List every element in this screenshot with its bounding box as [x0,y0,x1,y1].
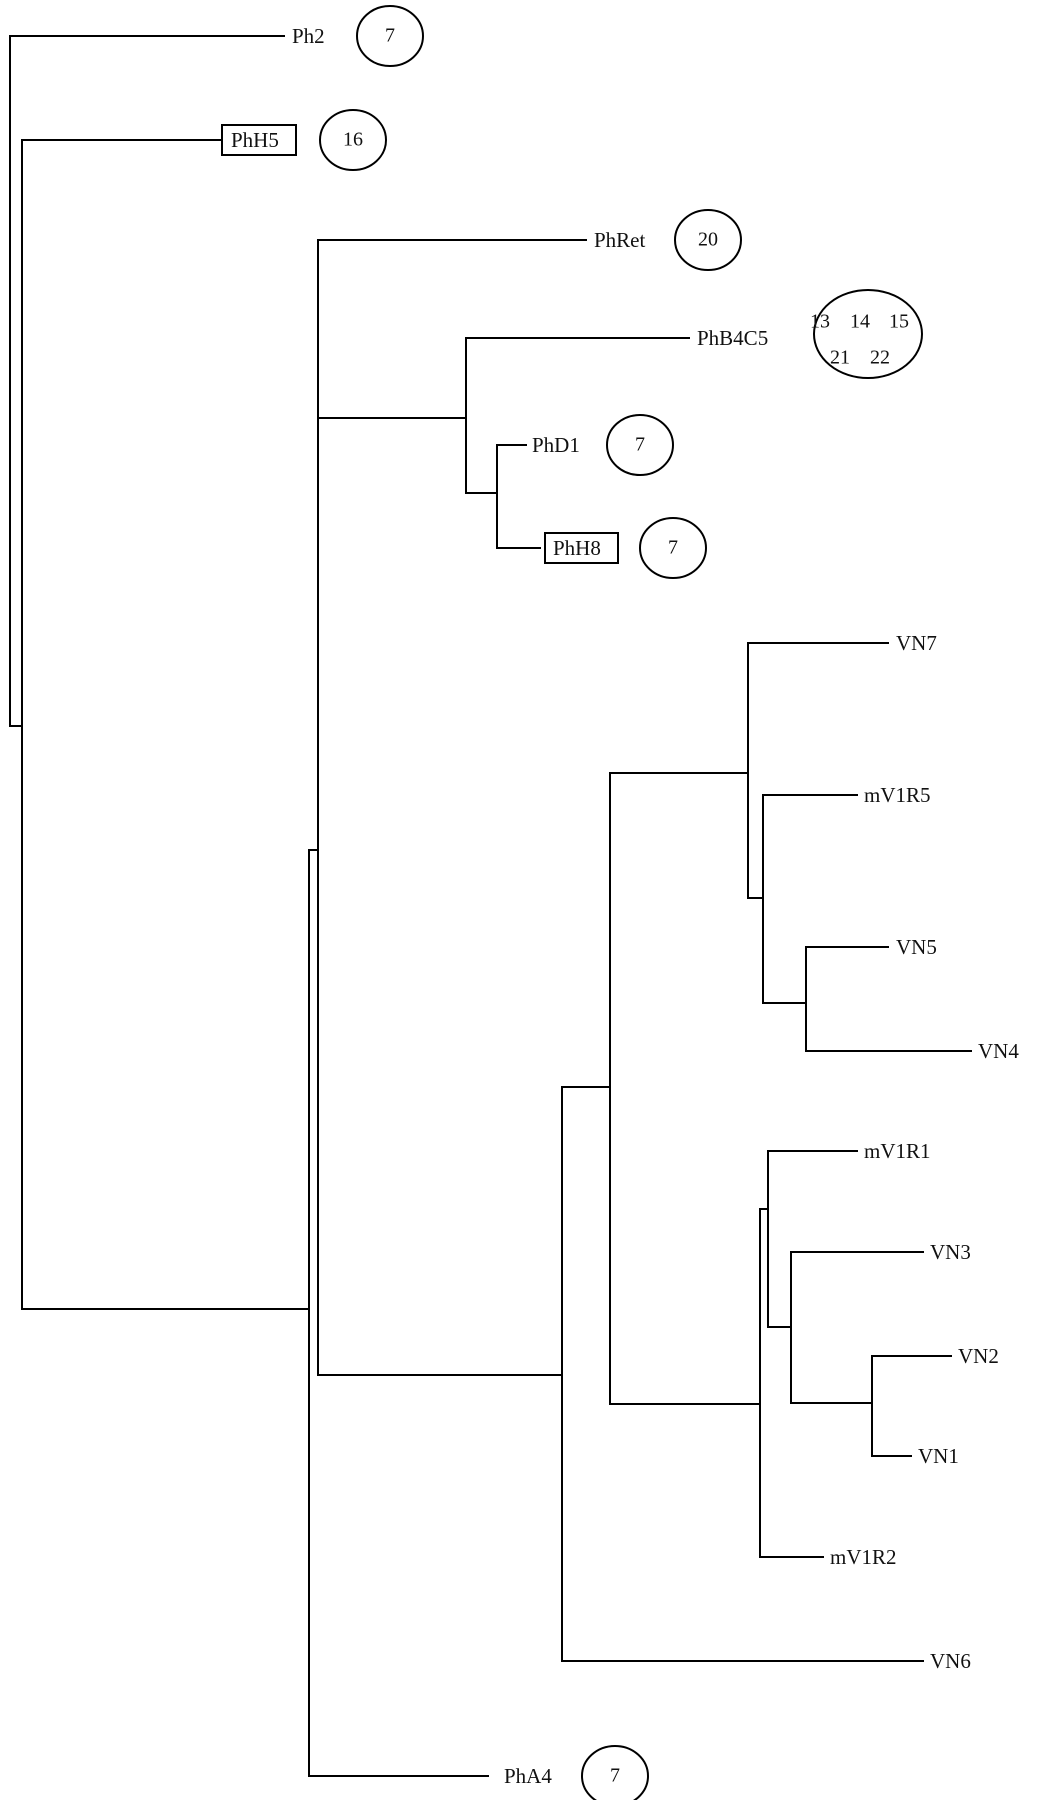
leaf-label: mV1R5 [864,783,931,807]
leaf-mv1r1: mV1R1 [864,1139,931,1163]
leaf-label-box [221,124,297,156]
leaf-label: VN4 [978,1039,1019,1063]
chromosome-number: 7 [668,537,678,559]
leaf-mv1r5: mV1R5 [864,783,931,807]
leaf-label: PhRet [594,228,646,252]
chromosome-number: 14 [850,311,870,333]
leaf-mv1r2: mV1R2 [830,1545,897,1569]
chromosome-badge [606,414,674,476]
chromosome-badge [356,5,424,67]
leaf-vn3: VN3 [930,1240,971,1264]
leaf-phh8: PhH8 7 [544,517,707,579]
leaf-phret: PhRet 20 [594,209,742,271]
chromosome-badge [319,109,387,171]
leaf-label: VN5 [896,935,937,959]
leaf-pha4: PhA4 7 [504,1745,649,1800]
leaf-vn5: VN5 [896,935,937,959]
leaf-label: VN6 [930,1649,971,1673]
leaf-phb4c5: PhB4C5 13 14 15 21 22 [697,289,923,379]
chromosome-number: 16 [343,129,363,151]
leaf-label: PhA4 [504,1764,552,1788]
chromosome-badge [813,289,923,379]
leaf-label: PhH8 [553,536,601,560]
leaf-label: mV1R2 [830,1545,897,1569]
chromosome-number: 22 [870,347,890,369]
leaf-label: VN1 [918,1444,959,1468]
chromosome-number: 13 [810,311,830,333]
chromosome-number: 20 [698,229,718,251]
chromosome-number: 7 [610,1765,620,1787]
chromosome-number: 7 [385,25,395,47]
tree-branches [9,35,972,1777]
leaf-phh5: PhH5 16 [221,109,387,171]
leaf-ph2: Ph2 7 [292,5,424,67]
chromosome-badge [581,1745,649,1800]
leaf-label: VN2 [958,1344,999,1368]
leaf-label: mV1R1 [864,1139,931,1163]
chromosome-number: 15 [889,311,909,333]
leaf-vn4: VN4 [978,1039,1019,1063]
leaf-vn6: VN6 [930,1649,971,1673]
leaf-vn2: VN2 [958,1344,999,1368]
leaf-phd1: PhD1 7 [532,414,674,476]
chromosome-number: 7 [635,434,645,456]
chromosome-number: 21 [830,347,850,369]
leaf-vn1: VN1 [918,1444,959,1468]
leaf-label: PhH5 [231,128,279,152]
leaf-label-box [544,532,619,564]
leaf-label: Ph2 [292,24,325,48]
chromosome-badge [674,209,742,271]
leaf-vn7: VN7 [896,631,937,655]
leaf-label: PhB4C5 [697,326,768,350]
leaf-label: VN3 [930,1240,971,1264]
chromosome-badge [639,517,707,579]
leaf-label: VN7 [896,631,937,655]
leaf-label: PhD1 [532,433,580,457]
